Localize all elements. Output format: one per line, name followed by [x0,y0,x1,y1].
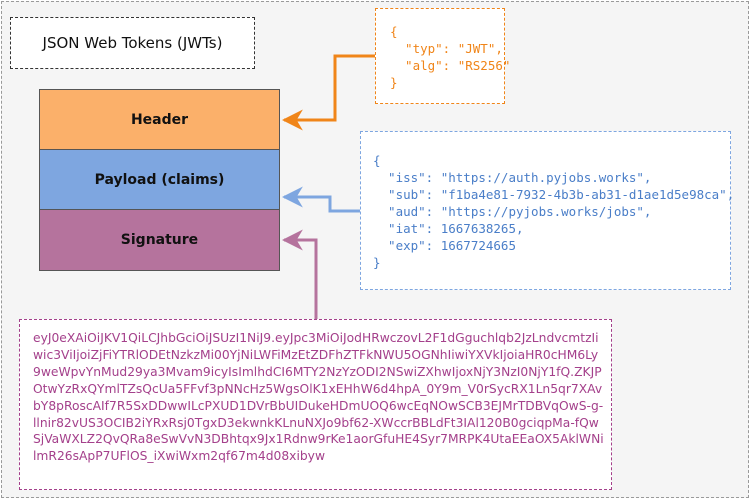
diagram-title: JSON Web Tokens (JWTs) [42,34,223,52]
payload-section-label: Payload (claims) [94,171,225,188]
signature-section-label: Signature [120,232,199,248]
header-section: Header [40,90,279,150]
diagram-title-box: JSON Web Tokens (JWTs) [10,17,255,69]
signature-connector-arrow [281,229,318,319]
encoded-token-box: eyJ0eXAiOiJKV1QiLCJhbGciOiJSUzI1NiJ9.eyJ… [19,319,612,490]
payload-connector-arrow [281,186,360,213]
header-section-label: Header [130,111,189,128]
header-connector-arrow [281,54,375,131]
payload-section: Payload (claims) [40,150,279,210]
header-json-box: { "typ": "JWT", "alg": "RS256" } [375,8,510,104]
signature-section: Signature [40,210,279,270]
jwt-structure: Header Payload (claims) Signature [39,89,280,271]
payload-json-box: { "iss": "https://auth.pyjobs.works", "s… [360,131,734,290]
